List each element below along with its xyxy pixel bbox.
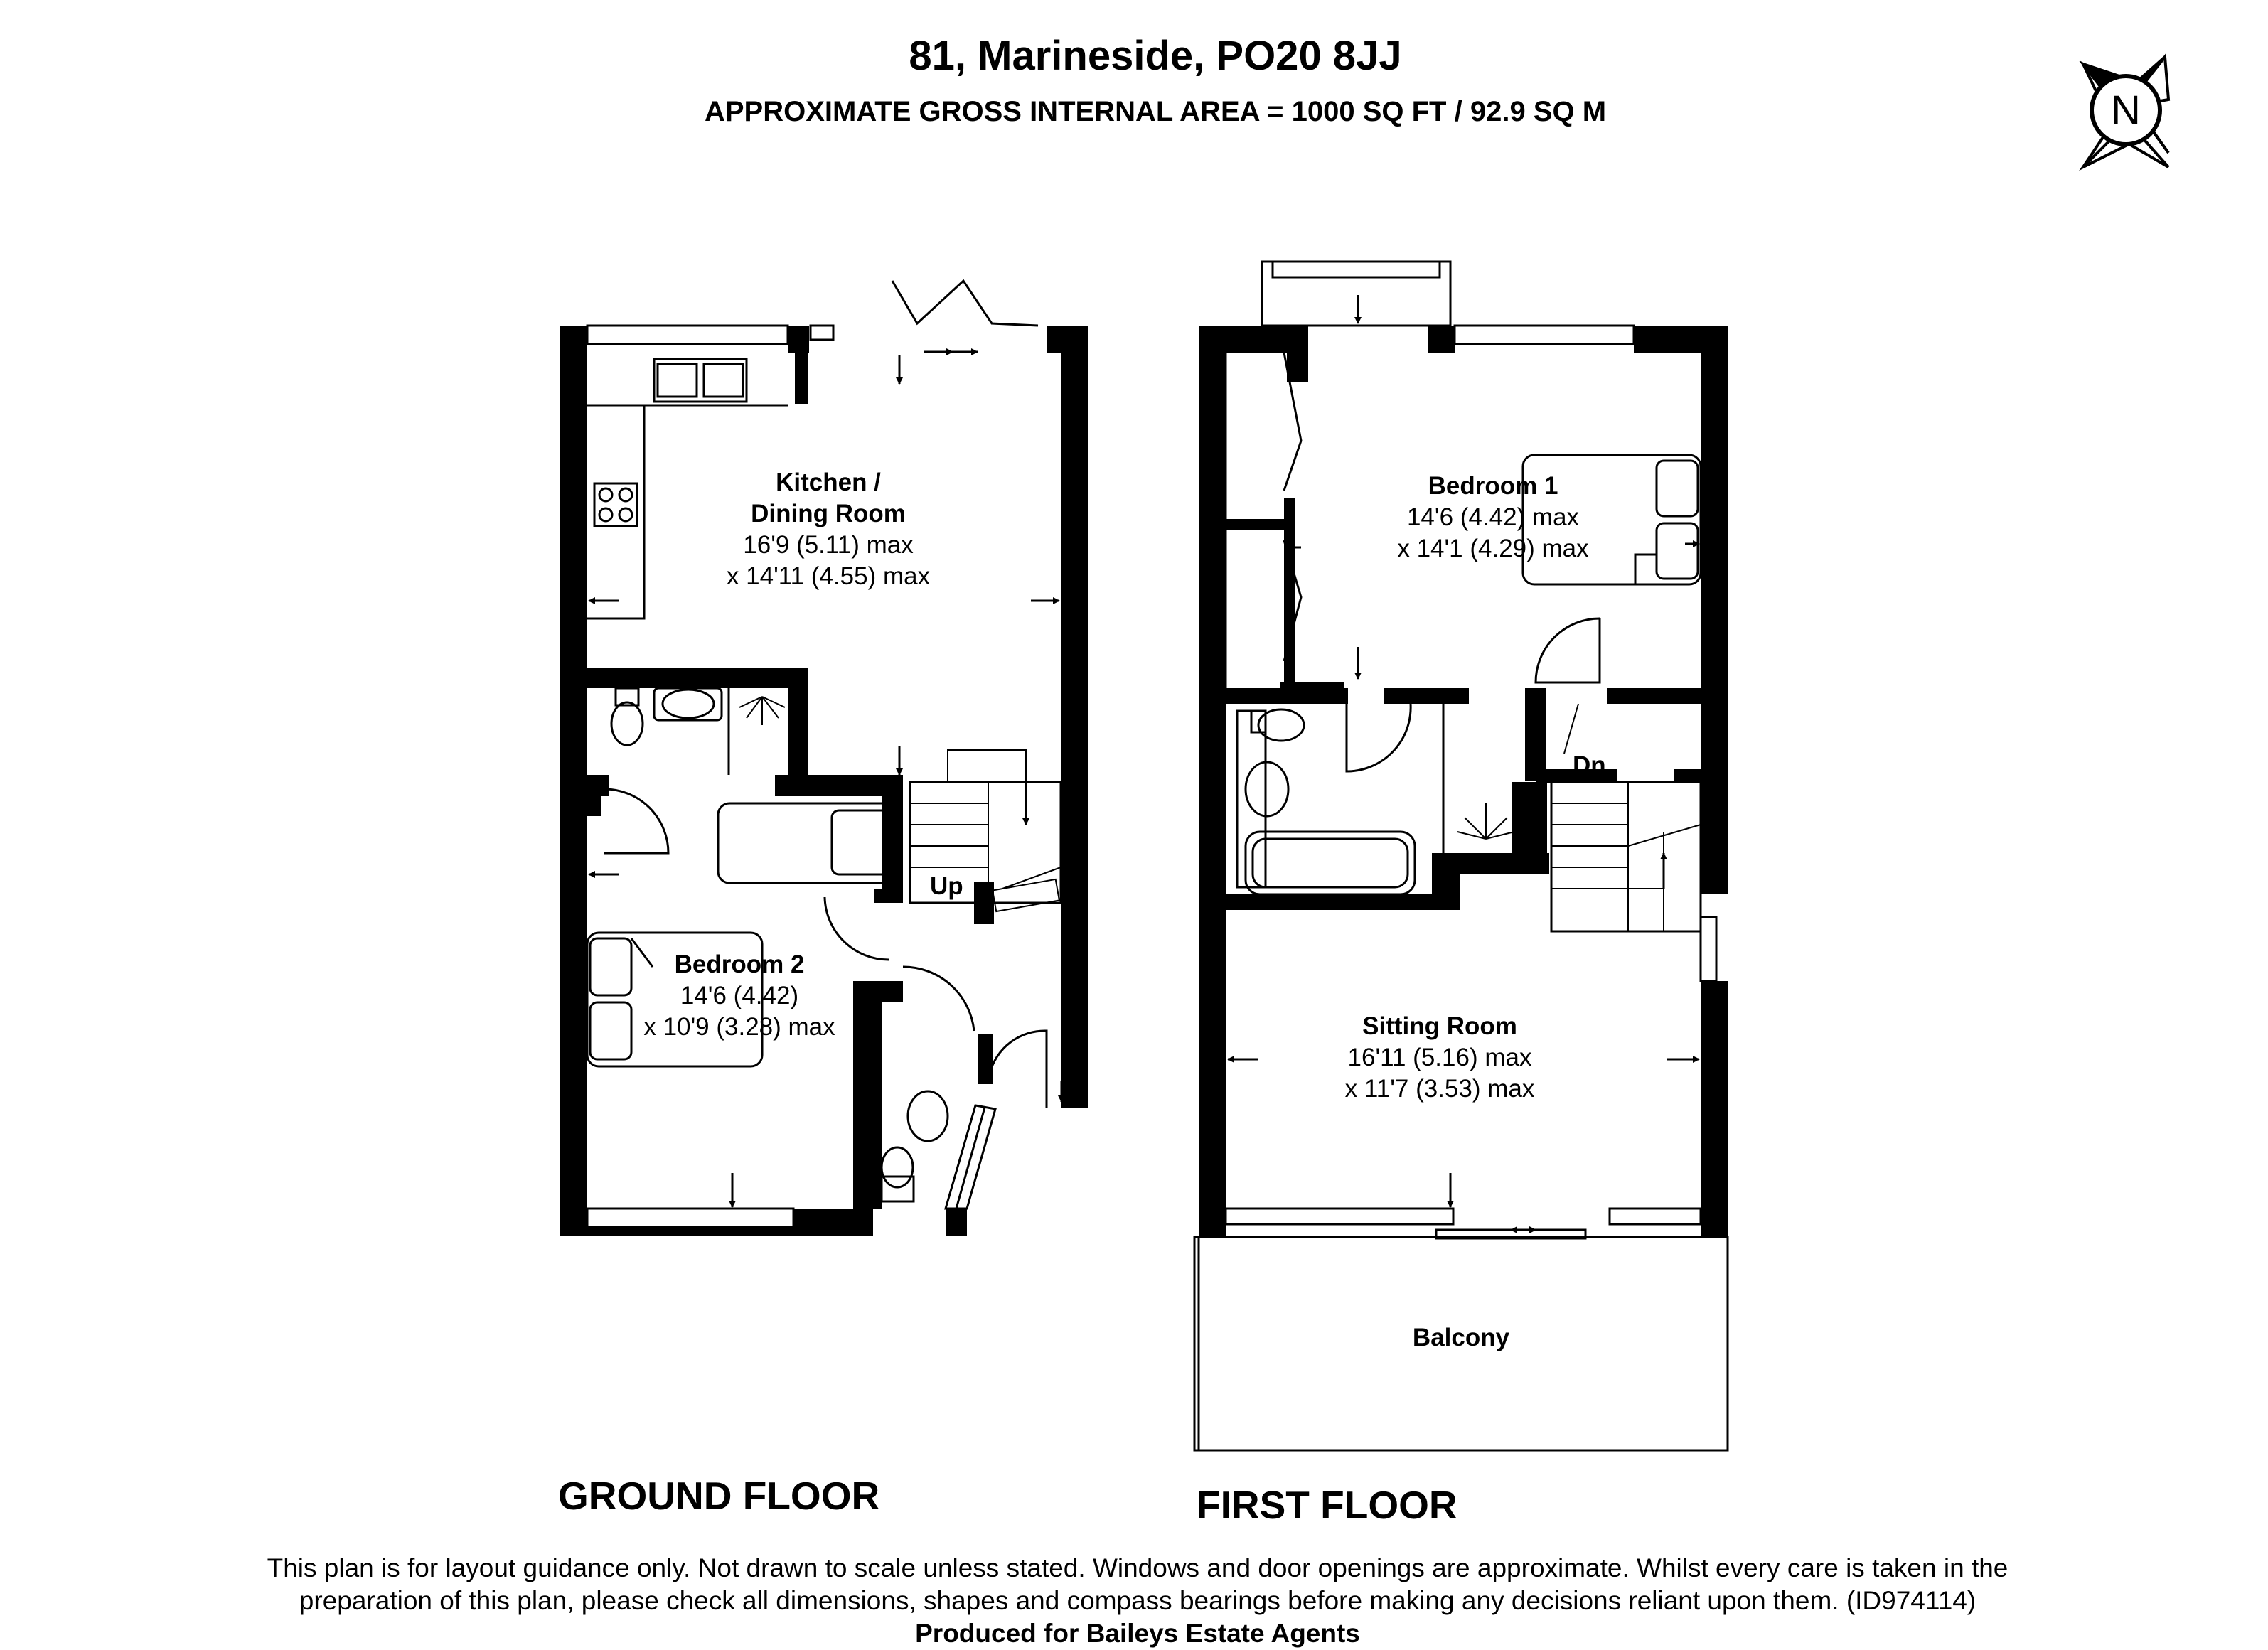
room-balcony: Balcony — [1413, 1322, 1509, 1354]
stair-up-label: Up — [930, 872, 963, 900]
room-name-line2: Dining Room — [751, 500, 906, 527]
room-name: Balcony — [1412, 1324, 1510, 1351]
room-dimension-2: x 14'11 (4.55) max — [726, 562, 931, 590]
property-address: 81, Marineside, PO20 8JJ — [909, 33, 1402, 79]
room-dimension-2: x 14'1 (4.29) max — [1397, 535, 1589, 562]
room-dimension-1: 16'9 (5.11) max — [743, 531, 914, 559]
room-name: Bedroom 2 — [674, 950, 805, 978]
room-name: Sitting Room — [1362, 1012, 1517, 1040]
room-sitting-room: Sitting Room 16'11 (5.16) max x 11'7 (3.… — [1345, 1011, 1535, 1105]
room-bedroom-2: Bedroom 2 14'6 (4.42) x 10'9 (3.28) max — [643, 949, 835, 1043]
disclaimer-line-2: preparation of this plan, please check a… — [299, 1586, 1977, 1615]
first-floor-label: FIRST FLOOR — [1197, 1483, 1457, 1527]
room-name: Bedroom 1 — [1428, 472, 1558, 500]
disclaimer-line-1: This plan is for layout guidance only. N… — [267, 1553, 2008, 1582]
compass-north-icon — [2079, 53, 2171, 171]
compass-letter: N — [2111, 87, 2141, 134]
room-dimension-2: x 10'9 (3.28) max — [643, 1013, 835, 1041]
room-dimension-2: x 11'7 (3.53) max — [1344, 1075, 1535, 1103]
first-floor-plan — [1193, 260, 1729, 1452]
room-dimension-1: 16'11 (5.16) max — [1347, 1044, 1532, 1071]
room-dimension-1: 14'6 (4.42) — [680, 982, 799, 1009]
room-dimension-1: 14'6 (4.42) max — [1406, 503, 1580, 531]
room-name-line1: Kitchen / — [776, 468, 881, 496]
ground-floor-plan — [560, 279, 1088, 1236]
room-bedroom-1: Bedroom 1 14'6 (4.42) max x 14'1 (4.29) … — [1397, 471, 1588, 564]
gross-internal-area: APPROXIMATE GROSS INTERNAL AREA = 1000 S… — [704, 96, 1607, 127]
stair-down-label: Dn — [1573, 751, 1606, 779]
first-floor-walls — [1199, 326, 1728, 1236]
room-kitchen-dining: Kitchen / Dining Room 16'9 (5.11) max x … — [727, 467, 930, 592]
ground-floor-walls — [560, 326, 1088, 1236]
ground-floor-label: GROUND FLOOR — [558, 1474, 880, 1518]
produced-for: Produced for Baileys Estate Agents — [915, 1619, 1360, 1648]
